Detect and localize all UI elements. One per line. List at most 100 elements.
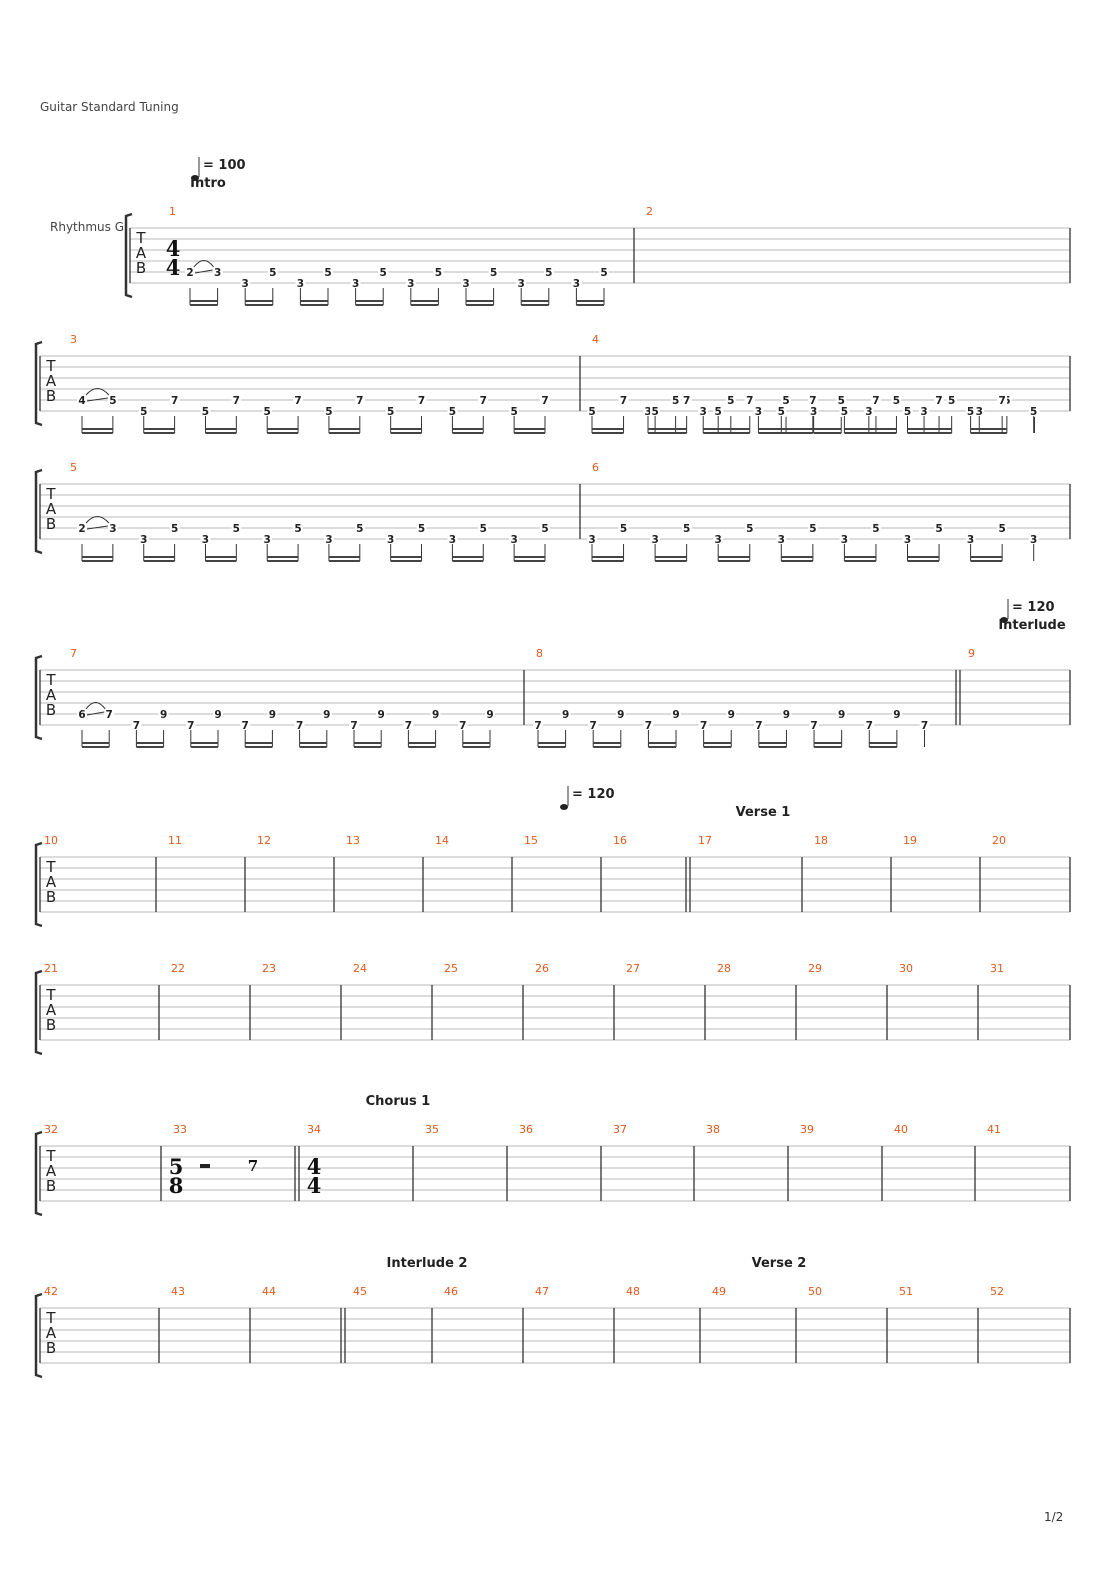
section-marker: Verse 1 [736, 805, 791, 820]
measure-number: 50 [808, 1285, 822, 1298]
quarter-note-icon [560, 804, 568, 810]
fret-number: 5 [109, 395, 116, 407]
fret-number: 5 [651, 406, 658, 418]
fret-number: 7 [541, 395, 548, 407]
page-indicator[interactable]: 1/2 [1044, 1510, 1064, 1524]
measure-number: 8 [536, 647, 543, 660]
fret-number: 5 [967, 406, 974, 418]
measure-number: 2 [646, 205, 653, 218]
fret-number: 5 [746, 523, 753, 535]
measure-number: 34 [307, 1123, 321, 1136]
fret-number: 3 [242, 278, 249, 290]
measure-number: 48 [626, 1285, 640, 1298]
slide-line [86, 711, 105, 716]
measure-number: 6 [592, 461, 599, 474]
tempo-value: = 100 [203, 158, 246, 173]
time-signature: 58 [169, 1154, 184, 1198]
fret-number: 7 [534, 720, 541, 732]
tab-clef-letter: T [45, 485, 56, 503]
fret-number: 5 [727, 395, 734, 407]
time-signature-bottom: 4 [307, 1173, 322, 1198]
fret-number: 5 [449, 406, 456, 418]
fret-number: 7 [700, 720, 707, 732]
fret-number: 9 [378, 709, 385, 721]
quarter-note-icon [191, 175, 199, 181]
tab-clef-letter: B [136, 259, 146, 277]
tempo-value: = 120 [572, 787, 615, 802]
section-marker: Verse 2 [752, 1256, 807, 1271]
fret-number: 2 [78, 523, 85, 535]
time-signature-top: 4 [166, 236, 181, 261]
tab-clef-letter: B [46, 888, 56, 906]
fret-number: 6 [78, 709, 85, 721]
fret-number: 5 [904, 406, 911, 418]
fret-number: 3 [510, 534, 517, 546]
time-signature: 44 [166, 236, 181, 280]
staff-bracket [34, 1130, 43, 1217]
fret-number: 3 [778, 534, 785, 546]
fret-number: 3 [967, 534, 974, 546]
measure-number: 7 [70, 647, 77, 660]
fret-number: 3 [462, 278, 469, 290]
measure-number: 13 [346, 834, 360, 847]
fret-number: 7 [809, 395, 816, 407]
fret-number: 5 [809, 523, 816, 535]
fret-number: 3 [352, 278, 359, 290]
time-signature-top: 4 [307, 1154, 322, 1179]
measure-number: 29 [808, 962, 822, 975]
time-signature: 44 [307, 1154, 322, 1198]
fret-number: 3 [651, 534, 658, 546]
measure-number: 9 [968, 647, 975, 660]
tab-clef-letter: T [45, 671, 56, 689]
tab-clef-letter: A [46, 1324, 57, 1342]
measure-number: 36 [519, 1123, 533, 1136]
fret-number: 7 [921, 720, 928, 732]
tab-clef-letter: A [46, 1001, 57, 1019]
fret-number: 2 [186, 267, 193, 279]
slide-line [194, 269, 213, 274]
fret-number: 9 [432, 709, 439, 721]
fret-number: 3 [976, 406, 983, 418]
fret-number: 5 [171, 523, 178, 535]
fret-number: 7 [187, 720, 194, 732]
fret-number: 7 [106, 709, 113, 721]
slide-slur [85, 516, 110, 524]
fret-number: 3 [810, 406, 817, 418]
fret-number: 7 [683, 395, 690, 407]
measure-number: 32 [44, 1123, 58, 1136]
fret-number: 3 [407, 278, 414, 290]
fret-number: 7 [459, 720, 466, 732]
fret-number: 3 [644, 406, 651, 418]
measure-number: 14 [435, 834, 449, 847]
tab-clef-letter: T [45, 858, 56, 876]
tab-clef-letter: A [136, 244, 147, 262]
fret-number: 3 [865, 406, 872, 418]
tempo-marking: = 100 [191, 157, 246, 181]
fret-number: 5 [683, 523, 690, 535]
measure-number: 12 [257, 834, 271, 847]
fret-number: 7 [233, 395, 240, 407]
fret-number: 5 [325, 406, 332, 418]
fret-number: 3 [202, 534, 209, 546]
fret-number: 3 [140, 534, 147, 546]
measure-number: 28 [717, 962, 731, 975]
tab-clef-letter: B [46, 1177, 56, 1195]
fret-number: 5 [935, 523, 942, 535]
fret-number: 5 [510, 406, 517, 418]
tempo-marking: = 120 [560, 786, 615, 810]
tuning-label: Guitar Standard Tuning [40, 100, 179, 114]
fret-number: 3 [297, 278, 304, 290]
time-signature-bottom: 8 [169, 1173, 184, 1198]
measure-number: 45 [353, 1285, 367, 1298]
measure-number: 20 [992, 834, 1006, 847]
measure-number: 39 [800, 1123, 814, 1136]
fret-number: 7 [133, 720, 140, 732]
quarter-note-icon [1000, 617, 1008, 623]
fret-number: 9 [893, 709, 900, 721]
fret-number: 5 [588, 406, 595, 418]
